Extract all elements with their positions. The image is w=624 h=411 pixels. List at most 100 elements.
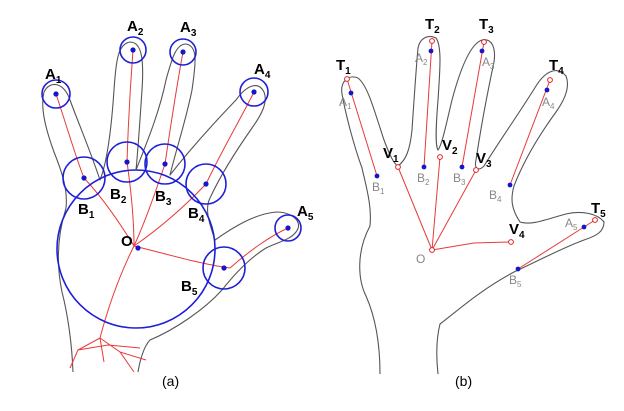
finger-skeleton-a1 <box>55 93 85 179</box>
label-b3-b: B3 <box>453 171 466 187</box>
labels-b-bold: T1 T2 T3 T4 T5 V1 V2 V3 V4 <box>336 16 606 241</box>
label-v3: V3 <box>476 150 492 170</box>
ray-o-v4 <box>431 241 512 251</box>
label-a5: A5 <box>297 203 314 223</box>
wrist-skeleton-a <box>69 337 147 373</box>
labels-b-gray: A1 A2 A3 A4 A5 B1 B2 B3 B4 B5 O <box>339 51 578 289</box>
base-circle-b3 <box>144 143 186 185</box>
base-circle-b1 <box>62 156 106 200</box>
label-b2: B2 <box>110 186 127 206</box>
point-v2 <box>437 154 443 160</box>
point-a3-b <box>479 48 485 54</box>
finger-skeleton-a3 <box>164 51 184 165</box>
ray-o-v1 <box>397 166 433 251</box>
point-v4 <box>508 239 514 245</box>
label-a4: A4 <box>254 61 271 81</box>
keypoints-b <box>344 38 598 272</box>
point-b3 <box>162 161 168 167</box>
point-b1-b <box>374 173 380 179</box>
fingertip-circle-a3 <box>169 38 197 66</box>
ray-o-v2 <box>431 156 441 251</box>
label-b5-b: B5 <box>509 273 522 289</box>
palm-skeleton-a <box>83 161 231 339</box>
point-a4 <box>251 89 257 95</box>
fingertip-circle-a4 <box>239 77 269 107</box>
label-a4-b: A4 <box>542 95 555 111</box>
label-b4: B4 <box>188 205 205 225</box>
base-circle-b4 <box>185 163 227 205</box>
label-o-b: O <box>416 252 425 266</box>
point-t4 <box>547 77 553 83</box>
fitting-circles-a <box>41 36 302 329</box>
fingertip-circle-a2 <box>119 36 147 64</box>
panel-b: T1 T2 T3 T4 T5 V1 V2 V3 V4 A1 A2 A3 A4 A… <box>336 16 606 389</box>
point-b5 <box>221 265 227 271</box>
point-o <box>135 245 141 251</box>
base-circle-b2 <box>106 141 148 183</box>
label-v2: V2 <box>442 137 458 157</box>
label-t5: T5 <box>591 200 606 220</box>
label-b5: B5 <box>181 278 198 298</box>
label-a1: A1 <box>45 66 62 86</box>
finger-line-t2-b2 <box>423 40 433 168</box>
label-b3: B3 <box>155 188 172 208</box>
label-a3: A3 <box>180 19 197 39</box>
point-a2-b <box>428 48 434 54</box>
point-o-b <box>429 247 435 253</box>
hand-outline-a <box>42 41 300 373</box>
label-a5-b: A5 <box>565 216 578 232</box>
finger-skeleton-a2 <box>126 49 134 163</box>
palm-circle-o <box>56 169 216 329</box>
skeleton-b <box>346 40 596 270</box>
labels-a: A1 A2 A3 A4 A5 B1 B2 B3 B4 B5 O <box>45 18 314 298</box>
label-t3: T3 <box>479 16 494 36</box>
fingertip-circle-a1 <box>41 79 71 109</box>
point-a4-b <box>544 87 550 93</box>
point-v1 <box>395 164 401 170</box>
point-a1 <box>53 91 59 97</box>
point-v3 <box>473 167 479 173</box>
point-t5 <box>592 217 598 223</box>
label-b1: B1 <box>78 201 95 221</box>
label-b1-b: B1 <box>372 180 385 196</box>
label-t4: T4 <box>549 57 564 77</box>
label-a2-b: A2 <box>415 51 428 67</box>
point-b5-b <box>515 266 521 272</box>
point-a2 <box>130 47 136 53</box>
point-b3-b <box>459 164 465 170</box>
finger-line-t4-b4 <box>509 79 551 186</box>
point-b4 <box>203 181 209 187</box>
label-v4: V4 <box>509 221 525 241</box>
label-a1-b: A1 <box>339 95 352 111</box>
panel-a: A1 A2 A3 A4 A5 B1 B2 B3 B4 B5 O (a) <box>41 18 314 389</box>
keypoints-a <box>53 47 291 271</box>
label-b2-b: B2 <box>417 171 430 187</box>
point-a1-b <box>348 90 354 96</box>
finger-skeleton-a4 <box>205 91 255 185</box>
finger-line-t3-b3 <box>461 41 485 168</box>
point-a3 <box>180 49 186 55</box>
point-b2-b <box>421 164 427 170</box>
base-circle-b5 <box>202 246 246 290</box>
fingertip-circle-a5 <box>274 214 302 242</box>
label-t1: T1 <box>336 57 351 77</box>
caption-a: (a) <box>162 373 179 389</box>
point-t2 <box>429 38 435 44</box>
label-b4-b: B4 <box>489 188 502 204</box>
point-a5-b <box>581 224 587 230</box>
label-v1: V1 <box>383 145 399 165</box>
point-t1 <box>344 76 350 82</box>
point-b2 <box>124 159 130 165</box>
label-a3-b: A3 <box>482 55 495 71</box>
hand-outline-b <box>341 35 605 375</box>
caption-b: (b) <box>455 373 472 389</box>
point-b4-b <box>507 182 513 188</box>
finger-skeleton-a5 <box>229 227 289 269</box>
label-a2: A2 <box>127 18 144 38</box>
point-a5 <box>285 225 291 231</box>
point-b1 <box>81 175 87 181</box>
ray-o-v3 <box>431 169 477 251</box>
point-t3 <box>481 39 487 45</box>
